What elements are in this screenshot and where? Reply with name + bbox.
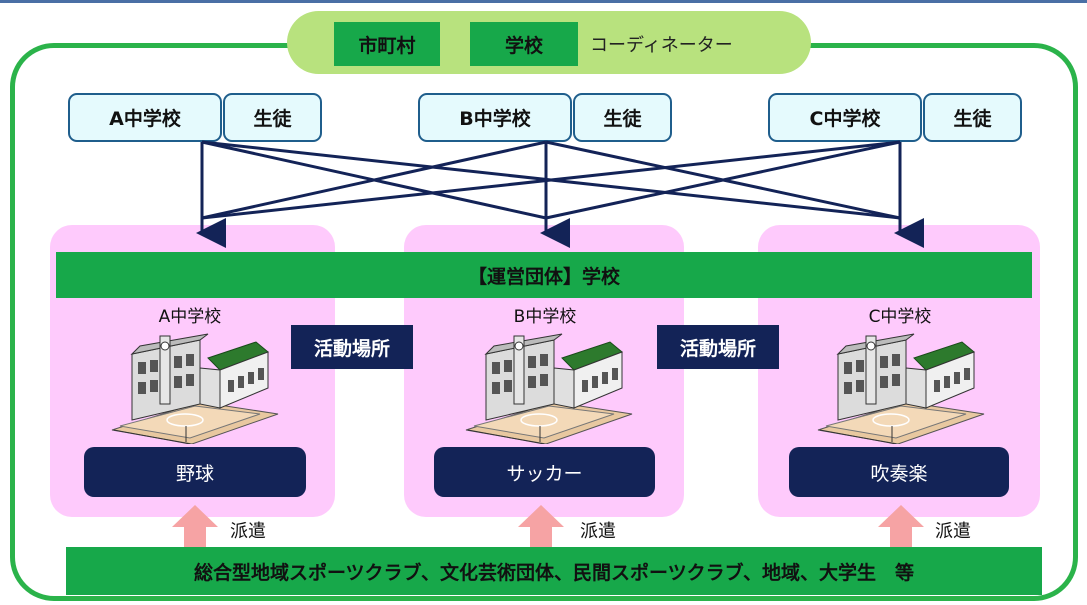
school-building-icon	[817, 333, 985, 444]
school-c-box: C中学校	[768, 93, 922, 142]
operating-body-band: 【運営団体】学校	[56, 252, 1032, 298]
activity-brass-band: 吹奏楽	[789, 447, 1009, 497]
school-a-box: A中学校	[68, 93, 222, 142]
school-building-icon	[465, 333, 633, 444]
line-b-a	[201, 140, 547, 220]
providers-band: 総合型地域スポーツクラブ、文化芸術団体、民間スポーツクラブ、地域、大学生 等	[66, 547, 1042, 595]
activity-soccer: サッカー	[434, 447, 655, 497]
school-box: 学校	[470, 22, 578, 66]
dispatch-arrow-icon	[172, 505, 218, 551]
students-c-box: 生徒	[923, 93, 1022, 142]
municipality-box: 市町村	[334, 22, 440, 66]
top-rule	[0, 0, 1087, 3]
school-b-box: B中学校	[418, 93, 572, 142]
school-building-icon	[111, 333, 279, 444]
activity-place-label: 活動場所	[657, 325, 779, 369]
building-b-label: B中学校	[513, 307, 577, 327]
building-c-label: C中学校	[868, 307, 932, 327]
line-c-a	[201, 140, 901, 220]
line-c-b	[545, 140, 901, 220]
dispatch-label: 派遣	[580, 521, 616, 542]
coordinator-label: コーディネーター	[590, 35, 733, 56]
dispatch-arrow-icon	[878, 505, 924, 551]
building-a-label: A中学校	[158, 307, 222, 327]
activity-baseball: 野球	[84, 447, 306, 497]
dispatch-label: 派遣	[935, 521, 971, 542]
dispatch-label: 派遣	[230, 521, 266, 542]
dispatch-arrow-icon	[518, 505, 564, 551]
students-b-box: 生徒	[573, 93, 672, 142]
activity-place-label: 活動場所	[291, 325, 413, 369]
students-a-box: 生徒	[223, 93, 322, 142]
